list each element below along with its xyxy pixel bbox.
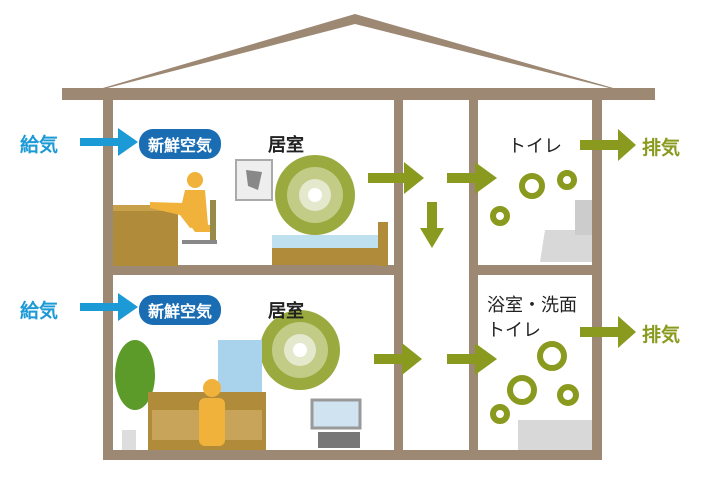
desk — [113, 210, 178, 266]
living-room-label-upper: 居室 — [268, 135, 304, 156]
fresh-air-badge-lower: 新鮮空気 — [139, 295, 222, 325]
odor-clouds-small — [490, 170, 579, 424]
chair — [210, 200, 216, 240]
tv — [310, 398, 362, 430]
person-standing-icon — [199, 379, 225, 446]
toilet-label-lower: トイレ — [487, 320, 541, 341]
supply-air-label-lower: 給気 — [20, 300, 59, 322]
toilet-label: トイレ — [508, 136, 562, 157]
fresh-air-badge-upper: 新鮮空気 — [139, 129, 222, 159]
odor-cloud-upper — [275, 155, 355, 235]
person-sitting-icon — [150, 172, 212, 232]
toilet-fixture — [540, 230, 592, 262]
walls — [103, 98, 602, 460]
supply-air-label-upper: 給気 — [20, 134, 59, 156]
bathtub — [518, 420, 592, 450]
living-room-label-lower: 居室 — [268, 301, 304, 322]
exhaust-label-lower: 排気 — [642, 324, 681, 346]
bath-wash-label: 浴室・洗面 — [487, 295, 577, 316]
plant-icon — [115, 340, 155, 450]
supply-arrow — [80, 128, 138, 321]
odor-cloud-lower — [260, 310, 340, 390]
bed — [272, 235, 382, 249]
exhaust-label-upper: 排気 — [642, 137, 681, 159]
airflow-arrow — [368, 129, 636, 375]
